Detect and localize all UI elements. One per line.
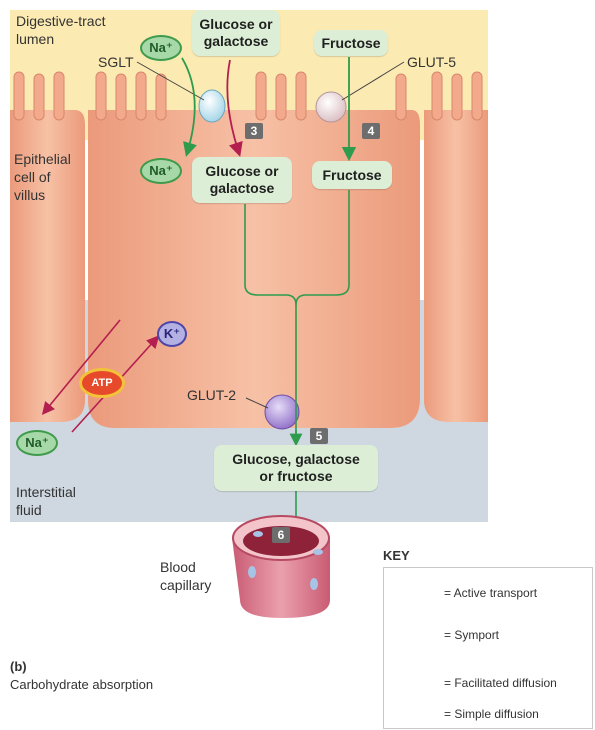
step-6-badge: 6 [272,527,290,543]
epithelial-label: Epithelial cell of villus [14,151,71,203]
glucose-symport-arrow [226,59,243,157]
caption-prefix: (b) [10,659,27,674]
key-symport-label: = Symport [444,628,500,642]
na-pump-arrow [41,319,121,415]
glucose-top-box: Glucose or galactose [192,10,280,56]
microvilli [13,71,483,121]
k-ion: K⁺ [157,321,187,347]
fructose-path [295,190,350,306]
key-facilitated-label: = Facilitated diffusion [444,676,557,690]
na-symport-arrow [181,57,197,157]
key-panel: = Active transport = Symport = Facilitat… [383,567,593,729]
left-cell [10,110,85,422]
glut5-transporter [315,91,347,123]
interstitial-label: Interstitial fluid [16,484,76,518]
key-active-label: = Active transport [444,586,538,600]
glut2-label: GLUT-2 [187,387,237,403]
sglt-transporter [198,89,226,123]
na-ion-cell: Na⁺ [140,158,182,184]
na-ion-lumen: Na⁺ [140,35,182,61]
fructose-mid-box: Fructose [312,161,392,189]
na-ion-interstitial: Na⁺ [16,430,58,456]
fructose-top-box: Fructose [314,30,388,56]
step-5-badge: 5 [310,428,328,444]
combined-sugars-box: Glucose, galactose or fructose [214,445,378,491]
caption-text: Carbohydrate absorption [10,677,154,692]
key-title: KEY [383,548,410,563]
right-cell [424,110,488,422]
atp-badge: ATP [79,368,125,398]
glucose-mid-box: Glucose or galactose [192,157,292,203]
sglt-label: SGLT [98,54,134,70]
key-simple-label: = Simple diffusion [444,707,539,721]
main-cell [88,110,420,428]
lumen-label: Digestive-tract lumen [16,13,106,47]
step-4-badge: 4 [362,123,380,139]
step-3-badge: 3 [245,123,263,139]
capillary-label: Blood capillary [160,559,212,593]
figure-caption: (b) Carbohydrate absorption [10,640,153,694]
glut5-label: GLUT-5 [407,54,457,70]
glucose-path [244,204,297,435]
glut2-transporter [264,394,300,430]
